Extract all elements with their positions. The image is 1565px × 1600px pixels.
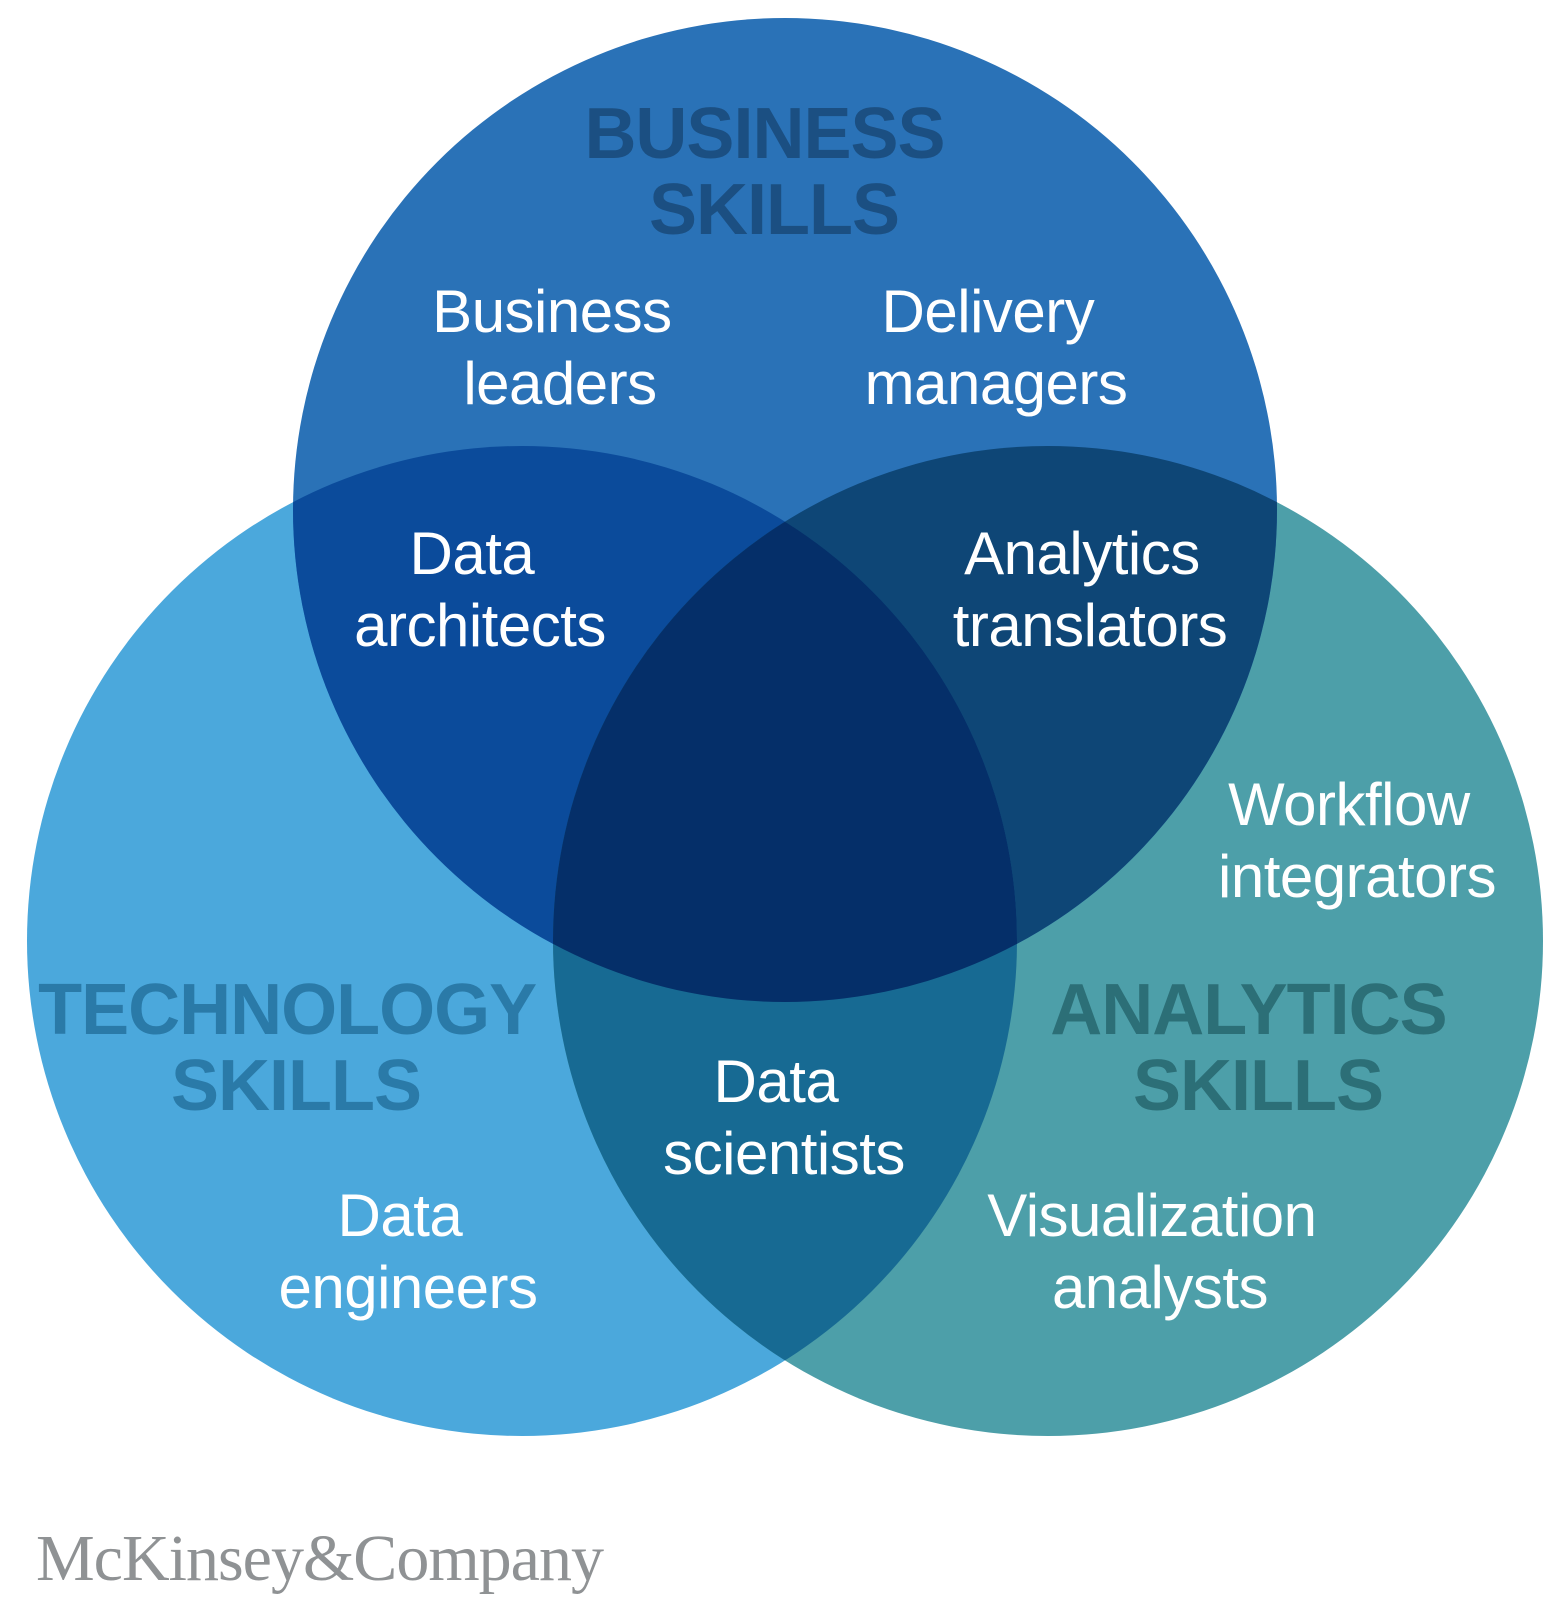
data-scientists-line2: scientists	[663, 1120, 905, 1187]
visualization-analysts-line2: analysts	[1052, 1254, 1268, 1321]
business-skills-heading: BUSINESS SKILLS	[584, 94, 963, 250]
data-scientists-line1: Data	[714, 1048, 840, 1115]
data-scientists-label: Data scientists	[663, 1048, 905, 1187]
visualization-analysts-label: Visualization analysts	[987, 1182, 1332, 1321]
data-architects-label: Data architects	[354, 520, 606, 659]
data-architects-line2: architects	[354, 592, 606, 659]
business-leaders-label: Business leaders	[432, 278, 688, 417]
analytics-heading-line2: SKILLS	[1133, 1046, 1383, 1126]
mckinsey-logo: McKinsey&Company	[36, 1522, 604, 1595]
workflow-integrators-label: Workflow integrators	[1218, 771, 1496, 910]
analytics-translators-label: Analytics translators	[953, 520, 1228, 659]
data-engineers-line1: Data	[338, 1182, 464, 1249]
analytics-skills-heading: ANALYTICS SKILLS	[1050, 970, 1465, 1126]
delivery-managers-line2: managers	[865, 350, 1128, 417]
analytics-translators-line1: Analytics	[964, 520, 1200, 587]
workflow-integrators-line1: Workflow	[1228, 771, 1471, 838]
business-heading-line2: SKILLS	[649, 170, 899, 250]
technology-skills-heading: TECHNOLOGY SKILLS	[38, 970, 554, 1126]
business-heading-line1: BUSINESS	[584, 94, 944, 174]
data-engineers-label: Data engineers	[278, 1182, 537, 1321]
business-leaders-line2: leaders	[463, 350, 656, 417]
technology-heading-line1: TECHNOLOGY	[38, 970, 536, 1050]
technology-heading-line2: SKILLS	[171, 1046, 421, 1126]
visualization-analysts-line1: Visualization	[987, 1182, 1316, 1249]
analytics-translators-line2: translators	[953, 592, 1228, 659]
data-architects-line1: Data	[410, 520, 536, 587]
workflow-integrators-line2: integrators	[1218, 843, 1496, 910]
analytics-heading-line1: ANALYTICS	[1050, 970, 1446, 1050]
delivery-managers-line1: Delivery	[882, 278, 1095, 345]
delivery-managers-label: Delivery managers	[865, 278, 1128, 417]
business-leaders-line1: Business	[432, 278, 671, 345]
data-engineers-line2: engineers	[278, 1254, 537, 1321]
center-overlap	[553, 446, 1017, 1002]
